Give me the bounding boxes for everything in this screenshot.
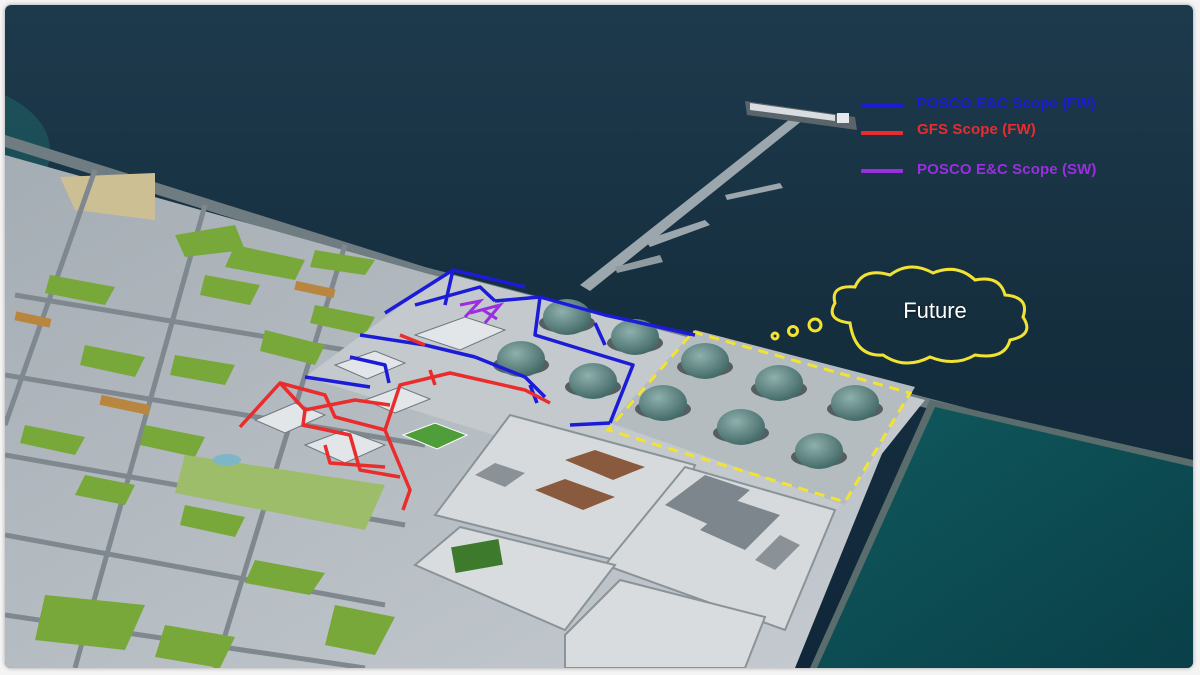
park-pond [213,454,241,466]
scene-frame: POSCO E&C Scope (FW) GFS Scope (FW) POSC… [5,5,1193,668]
legend-label-posco-fw: POSCO E&C Scope (FW) [917,95,1096,112]
warehouses [475,450,800,570]
cargo-vehicles [14,280,336,416]
green-patch [451,539,503,573]
scope-lines-posco-sw [459,298,505,324]
lagoon-edge [810,400,1193,668]
scope-lines-gfs-fw [238,333,551,511]
jetty [580,115,803,291]
scope-lines-posco-fw [304,268,696,427]
legend-label-gfs-fw: GFS Scope (FW) [917,121,1036,138]
legend-label-posco-sw: POSCO E&C Scope (SW) [917,161,1097,178]
compound-d [564,578,767,668]
aerial-site-render [5,5,1193,668]
legend-swatch-posco-sw [861,169,903,173]
green-parcels [20,225,395,668]
legend-swatch-posco-fw [861,103,903,107]
future-label: Future [903,298,967,323]
future-callout-cloud [770,265,1029,365]
lng-carrier [745,101,857,130]
sports-field [401,422,469,450]
park [175,455,385,530]
legend-swatch-gfs-fw [861,131,903,135]
